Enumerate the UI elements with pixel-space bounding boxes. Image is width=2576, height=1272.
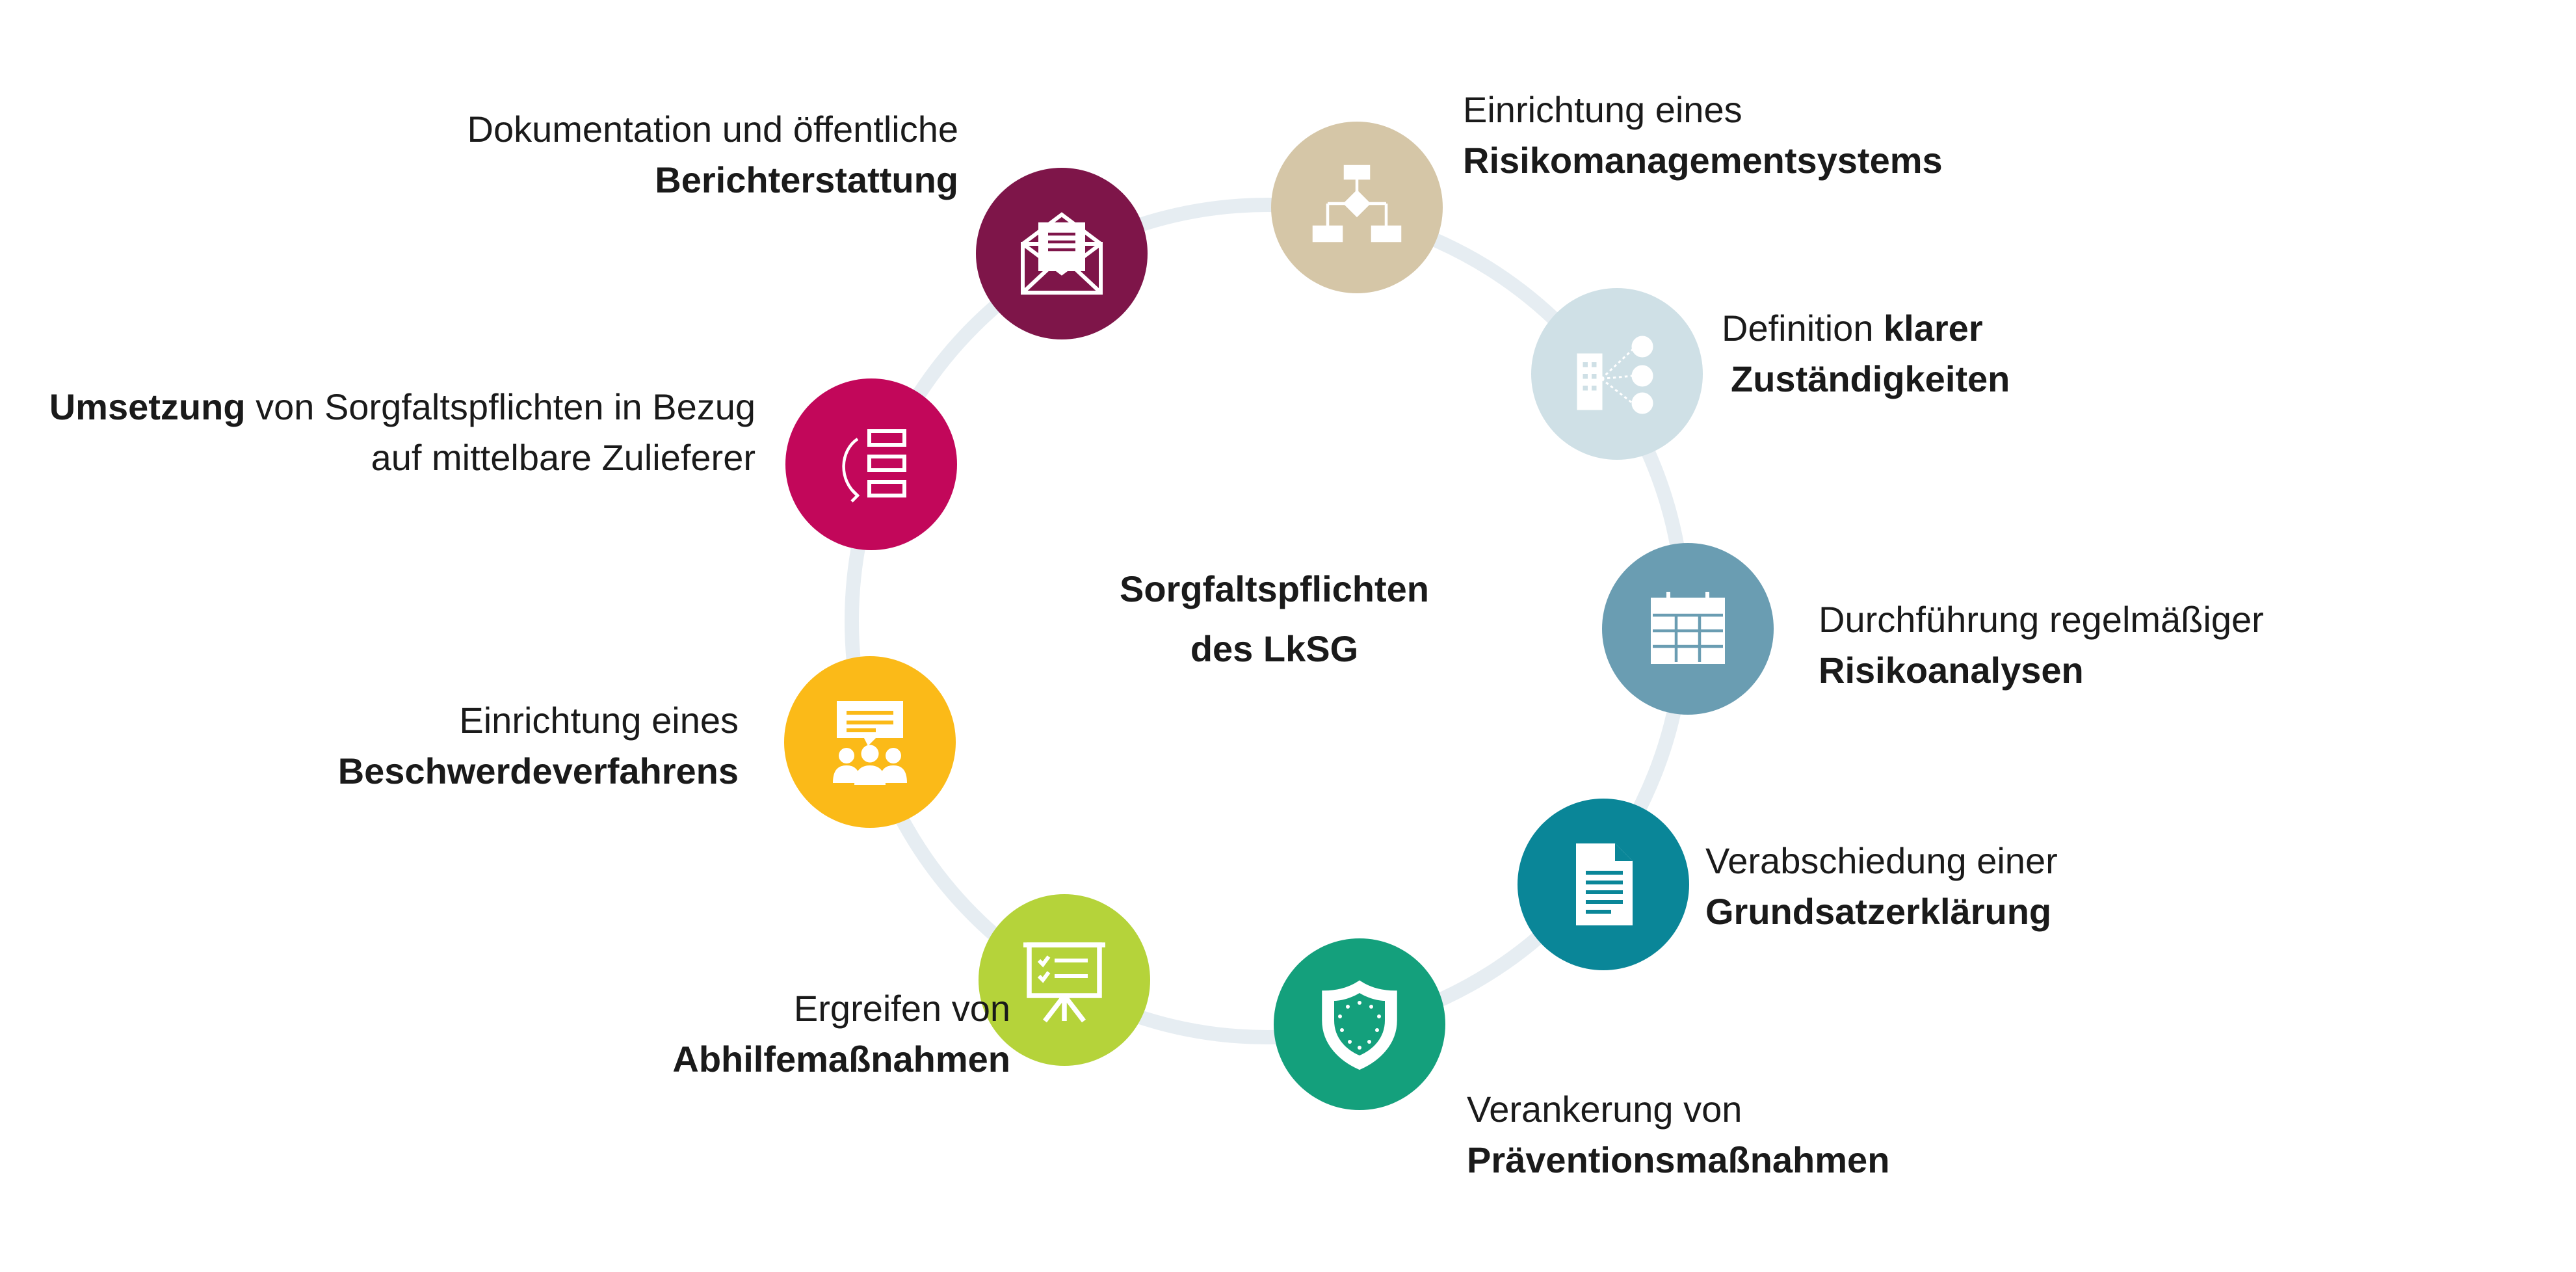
label-policy-statement: Verabschiedung einer Grundsatzerklärung (1705, 836, 2058, 937)
node-responsibilities (1531, 288, 1703, 460)
label-prevention-bold: Präventionsmaßnahmen (1467, 1139, 1890, 1180)
label-remedy: Ergreifen von Abhilfemaßnahmen (672, 983, 1010, 1085)
label-prevention: Verankerung von Präventionsmaßnahmen (1467, 1084, 1889, 1186)
label-responsibilities-line2: Zuständigkeiten (1731, 358, 2010, 399)
supply-chain-icon (842, 429, 906, 503)
speech-group-icon (833, 701, 907, 785)
flowchart-icon (1312, 165, 1402, 243)
label-reporting-bold: Berichterstattung (655, 159, 958, 200)
label-policy-statement-line1: Verabschiedung einer (1705, 840, 2058, 881)
label-reporting-line1: Dokumentation und öffentliche (467, 109, 958, 150)
node-reporting (976, 168, 1148, 339)
label-complaint: Einrichtung eines Beschwerdeverfahrens (338, 695, 739, 797)
node-risk-analysis (1602, 543, 1774, 715)
label-risk-analysis-bold: Risikoanalysen (1819, 650, 2084, 691)
label-responsibilities-pre: Definition (1722, 308, 1884, 349)
node-risk-management (1271, 122, 1443, 293)
center-title-line2: des LkSG (1190, 628, 1359, 669)
document-icon (1576, 843, 1633, 925)
label-complaint-line1: Einrichtung eines (459, 700, 739, 741)
label-indirect-suppliers-post: von Sorgfaltspflichten in Bezug (245, 386, 756, 427)
label-risk-management-bold: Risikomanagementsystems (1463, 140, 1943, 181)
label-prevention-line1: Verankerung von (1467, 1089, 1742, 1130)
organization-people-icon (1577, 336, 1653, 414)
label-indirect-suppliers-bold: Umsetzung (49, 386, 246, 427)
node-remedy (979, 894, 1150, 1066)
label-responsibilities-bold: klarer (1884, 308, 1983, 349)
envelope-report-icon (1021, 212, 1103, 295)
label-remedy-line1: Ergreifen von (793, 988, 1010, 1029)
label-risk-analysis-line1: Durchführung regelmäßiger (1819, 599, 2264, 640)
label-risk-management: Einrichtung eines Risikomanagementsystem… (1463, 85, 1943, 186)
center-title-line1: Sorgfaltspflichten (1119, 568, 1430, 609)
presentation-board-icon (1023, 942, 1105, 1023)
label-complaint-bold: Beschwerdeverfahrens (337, 750, 739, 791)
center-title: Sorgfaltspflichten des LkSG (1040, 559, 1508, 679)
shield-icon (1322, 980, 1397, 1070)
calendar-icon (1651, 592, 1725, 664)
label-risk-management-line1: Einrichtung eines (1463, 89, 1742, 130)
node-complaint (784, 656, 956, 828)
label-reporting: Dokumentation und öffentliche Berichters… (467, 104, 958, 205)
label-risk-analysis: Durchführung regelmäßiger Risikoanalysen (1819, 594, 2264, 696)
label-responsibilities: Definition klarer Zuständigkeiten (1722, 303, 2010, 404)
label-remedy-bold: Abhilfemaßnahmen (672, 1039, 1010, 1080)
node-indirect-suppliers (785, 378, 957, 550)
label-policy-statement-bold: Grundsatzerklärung (1705, 891, 2052, 932)
node-prevention (1274, 938, 1445, 1110)
node-policy-statement (1518, 799, 1689, 970)
label-indirect-suppliers: Umsetzung von Sorgfaltspflichten in Bezu… (49, 382, 756, 483)
label-indirect-suppliers-line2: auf mittelbare Zulieferer (371, 437, 756, 478)
